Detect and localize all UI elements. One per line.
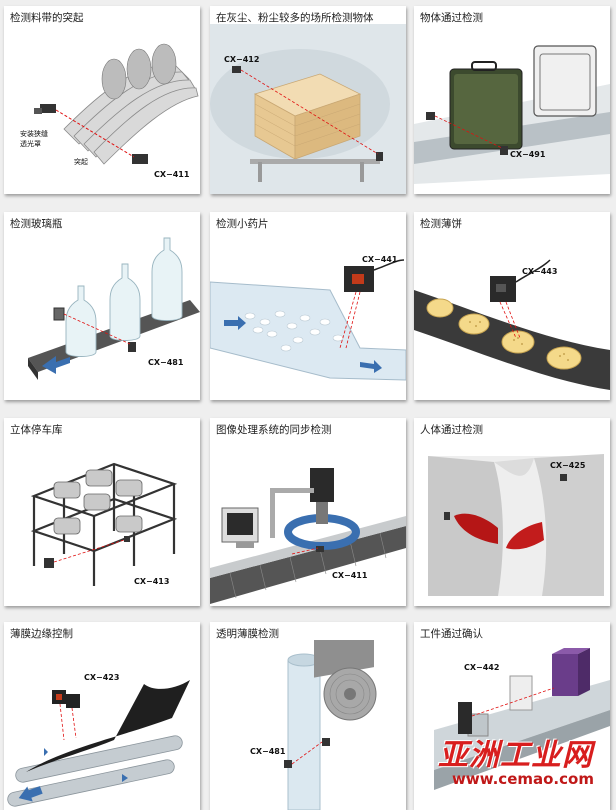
- label-cover: 透光罩: [20, 139, 41, 148]
- label-model: CX−413: [134, 577, 169, 586]
- label-model: CX−441: [362, 255, 398, 264]
- illustration-cracker: CX−443: [414, 259, 610, 390]
- illustration-glass-bottle: CX−481: [28, 237, 200, 380]
- illustration-parking-garage: CX−413: [30, 462, 178, 586]
- card-person-pass: 人体通过检测 CX−425: [414, 418, 610, 606]
- card-title: 在灰尘、粉尘较多的场所检测物体: [216, 12, 374, 24]
- label-protrusion: 突起: [74, 157, 88, 166]
- card-object-pass: 物体通过检测 CX−491: [414, 6, 610, 194]
- card-image-sync: 图像处理系统的同步检测 CX−411: [210, 418, 406, 606]
- label-model: CX−423: [84, 673, 119, 682]
- label-model: CX−411: [154, 170, 190, 179]
- label-model: CX−443: [522, 267, 557, 276]
- card-small-tablet: 检测小药片 CX−441: [210, 212, 406, 400]
- card-tape-protrusion: 检测料带的突起 安装狭缝 透光罩 突起 CX−411: [4, 6, 200, 194]
- label-model: CX−491: [510, 150, 546, 159]
- card-title: 透明薄膜检测: [216, 628, 279, 640]
- label-slit: 安装狭缝: [20, 129, 48, 138]
- card-workpiece-pass: 工件通过确认 CX−442: [414, 622, 610, 810]
- label-model: CX−442: [464, 663, 499, 672]
- illustration-small-tablet: CX−441: [210, 255, 406, 381]
- card-film-edge: 薄膜边缘控制 CX−423: [4, 622, 200, 810]
- label-model: CX−411: [332, 571, 368, 580]
- illustration-object-pass: CX−491: [414, 45, 610, 184]
- illustration-image-sync: CX−411: [210, 468, 406, 604]
- card-title: 图像处理系统的同步检测: [216, 424, 332, 436]
- card-cracker: 检测薄饼 CX−443: [414, 212, 610, 400]
- card-dusty-environment: 在灰尘、粉尘较多的场所检测物体 CX−412: [210, 6, 406, 194]
- card-glass-bottle: 检测玻璃瓶 CX−481: [4, 212, 200, 400]
- watermark-url: www.cemao.com: [452, 770, 594, 788]
- illustration-person-pass: CX−425: [428, 454, 604, 596]
- card-title: 工件通过确认: [420, 628, 483, 640]
- card-parking-garage: 立体停车库 CX−413: [4, 418, 200, 606]
- illustration-transparent-film: CX−481: [250, 640, 377, 810]
- illustration-film-edge: CX−423: [7, 673, 190, 807]
- card-title: 检测玻璃瓶: [10, 218, 63, 230]
- card-title: 人体通过检测: [420, 424, 483, 436]
- watermark: 亚洲工业网 www.cemao.com: [430, 730, 616, 792]
- label-model: CX−425: [550, 461, 586, 470]
- label-model: CX−481: [250, 747, 286, 756]
- illustration-workpiece-pass: CX−442: [434, 648, 610, 790]
- label-model: CX−412: [224, 55, 259, 64]
- card-title: 物体通过检测: [420, 12, 483, 24]
- card-title: 立体停车库: [10, 424, 63, 436]
- watermark-logo: 亚洲工业网: [438, 738, 593, 773]
- card-title: 检测料带的突起: [10, 12, 84, 24]
- card-title: 薄膜边缘控制: [10, 628, 73, 640]
- illustration-tape-protrusion: 安装狭缝 透光罩 突起 CX−411: [20, 43, 199, 179]
- illustration-dusty-environment: CX−412: [210, 24, 406, 194]
- label-model: CX−481: [148, 358, 184, 367]
- card-title: 检测薄饼: [420, 218, 462, 230]
- card-transparent-film: 透明薄膜检测 CX−481: [210, 622, 406, 810]
- card-title: 检测小药片: [216, 218, 269, 230]
